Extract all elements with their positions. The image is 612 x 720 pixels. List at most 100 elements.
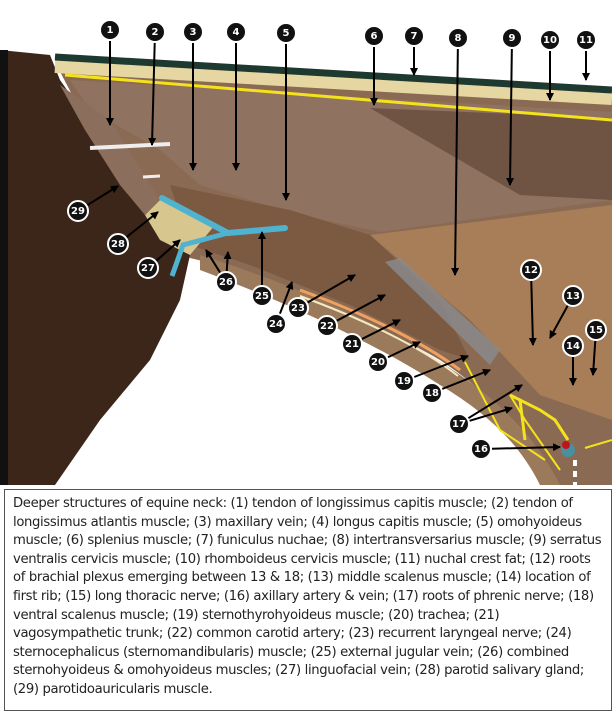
callout-arrow	[549, 305, 569, 339]
callout-circle	[251, 285, 273, 307]
callout-19: 19	[393, 354, 469, 392]
callout-9: 9	[501, 27, 523, 186]
intertransversarius-region	[385, 258, 500, 365]
callout-circle	[341, 333, 363, 355]
callout-circle	[107, 233, 129, 255]
callout-22: 22	[316, 294, 386, 337]
callout-arrow	[307, 274, 356, 304]
callout-25: 25	[251, 231, 273, 307]
brachial-roots	[509, 393, 570, 441]
callout-13: 13	[549, 285, 584, 339]
callout-circle	[99, 19, 121, 41]
callout-arrow	[491, 443, 561, 452]
callout-number: 28	[111, 239, 125, 250]
callout-arrow	[148, 42, 157, 146]
callout-number: 17	[452, 419, 466, 430]
callout-number: 24	[269, 319, 283, 330]
figure-caption: Deeper structures of equine neck: (1) te…	[4, 489, 612, 711]
callout-arrow	[528, 280, 537, 346]
callout-17: 17	[448, 384, 523, 435]
callout-number: 3	[190, 27, 197, 38]
callout-number: 19	[397, 376, 411, 387]
callout-circle	[585, 319, 607, 341]
callout-arrow	[387, 341, 421, 359]
callout-arrow	[451, 48, 460, 276]
callout-circle	[182, 21, 204, 43]
callout-arrow	[467, 384, 523, 420]
callout-1: 1	[99, 19, 121, 126]
callout-circle	[447, 27, 469, 49]
callout-number: 25	[255, 291, 269, 302]
callout-circle	[316, 315, 338, 337]
callout-21: 21	[341, 319, 401, 355]
linguofacial-vein	[169, 230, 229, 277]
callout-number: 22	[320, 321, 334, 332]
callout-26: 26	[205, 249, 237, 293]
callout-arrow	[155, 239, 181, 262]
callout-arrow	[223, 251, 232, 272]
long-thoracic-nerve	[584, 439, 612, 449]
callout-number: 5	[283, 28, 290, 39]
anatomy-drawing	[0, 50, 612, 490]
callout-number: 8	[455, 33, 462, 44]
callout-arrow	[205, 249, 222, 274]
callout-circle	[144, 21, 166, 43]
callout-18: 18	[421, 368, 491, 404]
callout-number: 26	[219, 277, 233, 288]
tendon-longissimus-capitis	[89, 142, 171, 150]
callout-number: 20	[371, 357, 385, 368]
callout-number: 2	[152, 27, 159, 38]
callout-number: 10	[543, 35, 557, 46]
callout-3: 3	[182, 21, 204, 171]
fat-band	[54, 59, 612, 105]
callout-circle	[215, 271, 237, 293]
callout-number: 23	[291, 303, 305, 314]
callout-arrow	[125, 211, 159, 238]
callout-24: 24	[265, 281, 294, 335]
callout-number: 15	[589, 325, 603, 336]
callout-number: 12	[524, 265, 538, 276]
phrenic-nerve	[464, 361, 546, 461]
callout-12: 12	[520, 259, 542, 346]
callout-number: 27	[141, 263, 155, 274]
parotidoauricularis-region	[60, 85, 160, 215]
callout-arrow	[441, 368, 491, 390]
callout-circle	[501, 27, 523, 49]
callout-arrow	[336, 294, 386, 322]
callout-number: 29	[71, 206, 85, 217]
skin-band	[54, 53, 612, 94]
callout-number: 11	[579, 35, 593, 46]
callout-arrow	[278, 281, 294, 315]
callout-arrow	[361, 319, 401, 340]
callout-6: 6	[363, 25, 385, 106]
callout-number: 13	[566, 291, 580, 302]
callout-5: 5	[275, 22, 297, 201]
callout-circle	[562, 335, 584, 357]
callout-arrow	[506, 48, 515, 186]
callout-8: 8	[447, 27, 469, 276]
callout-10: 10	[539, 29, 561, 101]
callout-arrow	[589, 340, 598, 376]
callout-arrow	[469, 406, 513, 422]
callout-circle	[67, 200, 89, 222]
callout-circle	[575, 29, 597, 51]
callout-circle	[137, 257, 159, 279]
callout-circle	[287, 297, 309, 319]
callout-15: 15	[585, 319, 607, 376]
brachial-plexus	[509, 394, 561, 471]
callout-circle	[393, 370, 415, 392]
callout-arrow	[86, 185, 119, 207]
serratus-region	[370, 205, 612, 420]
callout-circle	[225, 21, 247, 43]
callout-circle	[275, 22, 297, 44]
left-edge-strip	[0, 50, 8, 485]
callout-number: 1	[107, 25, 114, 36]
callout-11: 11	[575, 29, 597, 81]
callout-circle	[363, 25, 385, 47]
callout-27: 27	[137, 239, 181, 279]
callout-7: 7	[403, 25, 425, 76]
callout-number: 9	[509, 33, 516, 44]
head-region	[0, 50, 190, 485]
callout-arrow	[413, 354, 469, 378]
